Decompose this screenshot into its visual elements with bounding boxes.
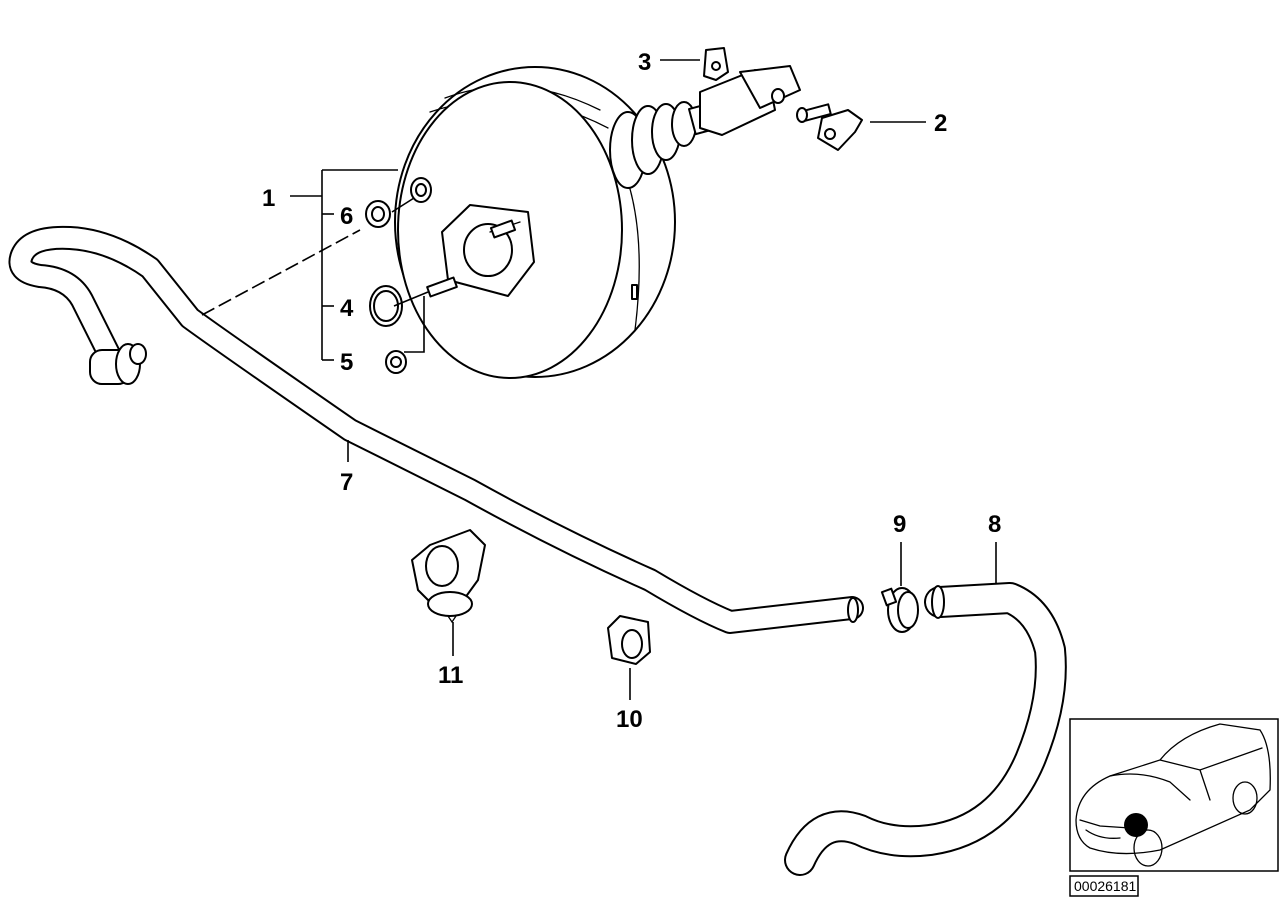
reference-number: 00026181 xyxy=(1074,878,1137,894)
gasket-part-4 xyxy=(369,285,403,327)
brake-booster xyxy=(394,65,801,379)
callout-5: 5 xyxy=(340,349,353,376)
grommet-part-6 xyxy=(365,200,391,228)
callout-11: 11 xyxy=(438,662,463,689)
bolt-bracket-part-2 xyxy=(796,103,863,151)
holder-part-11 xyxy=(411,529,486,624)
stud-lower xyxy=(426,276,458,298)
nut-part-5 xyxy=(385,350,407,374)
reference-number-box: 00026181 xyxy=(1069,875,1139,897)
vacuum-hose-part-8 xyxy=(784,582,1067,876)
callout-2: 2 xyxy=(934,110,947,137)
stud-upper xyxy=(489,219,517,239)
booster-bellows xyxy=(609,101,697,189)
callout-4: 4 xyxy=(340,295,354,322)
vacuum-pipe xyxy=(8,225,864,634)
callout-9: 9 xyxy=(893,511,906,538)
callout-8: 8 xyxy=(988,511,1001,538)
hose-clamp-part-9 xyxy=(880,587,919,633)
callout-10: 10 xyxy=(616,706,643,733)
vehicle-locator-thumbnail xyxy=(1069,718,1279,872)
callout-3: 3 xyxy=(638,49,651,76)
callout-7: 7 xyxy=(340,469,353,496)
car-outline-icon xyxy=(1075,723,1271,867)
rubber-mount-part-10 xyxy=(607,615,651,665)
location-marker xyxy=(1124,813,1148,837)
callout-6: 6 xyxy=(340,203,353,230)
clip-part-3 xyxy=(703,47,729,81)
leader-lines xyxy=(201,59,997,700)
callout-1: 1 xyxy=(262,185,275,212)
